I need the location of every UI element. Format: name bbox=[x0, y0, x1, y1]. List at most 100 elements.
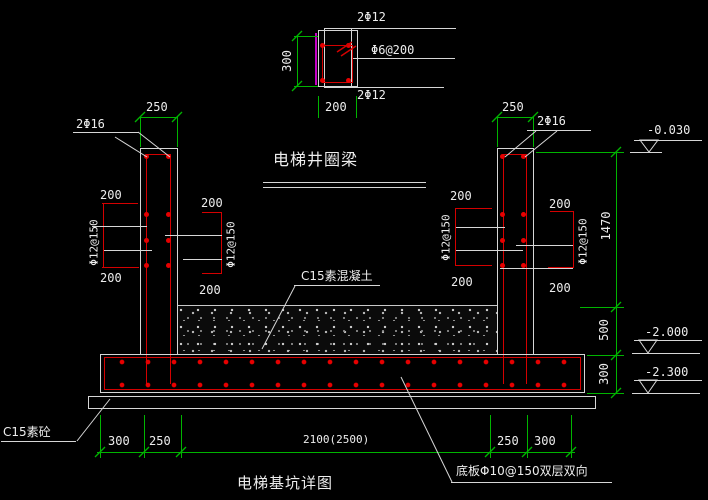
rebar-dot bbox=[144, 212, 149, 217]
detail-right-inner-bottom-dim: 200 bbox=[451, 275, 473, 289]
detail-rebar-shape bbox=[202, 273, 222, 274]
section-height-dim: 300 bbox=[280, 50, 294, 72]
right-dim-2: 300 bbox=[597, 363, 611, 385]
dimension-extension-line bbox=[177, 117, 178, 147]
dimension-extension-line bbox=[144, 415, 145, 458]
section-top-bars-label: 2Φ12 bbox=[357, 10, 386, 24]
dimension-extension-line bbox=[497, 117, 498, 147]
elevation-line bbox=[634, 380, 702, 381]
left-wall-rebar bbox=[146, 154, 147, 384]
rebar-dot bbox=[500, 212, 505, 217]
detail-rebar-shape bbox=[221, 212, 222, 274]
fill-label: C15素混凝土 bbox=[301, 269, 373, 283]
dimension-extension-line bbox=[571, 415, 572, 458]
dimension-extension-line bbox=[587, 393, 624, 394]
bedding-outline bbox=[88, 396, 596, 409]
dimension-extension-line bbox=[318, 96, 319, 118]
section-width-dim: 200 bbox=[325, 100, 347, 114]
footing-outline bbox=[100, 354, 585, 393]
ring-beam-title: 电梯井圈梁 bbox=[273, 150, 359, 169]
leader-underline bbox=[294, 285, 380, 286]
plain-concrete-fill bbox=[178, 305, 497, 355]
rebar-dot bbox=[144, 263, 149, 268]
dimension-extension-line bbox=[527, 415, 528, 458]
elevation-line bbox=[634, 140, 702, 141]
detail-rebar-shape bbox=[102, 203, 138, 204]
right-wall-width-dim: 250 bbox=[502, 100, 524, 114]
detail-rebar-shape bbox=[455, 208, 456, 266]
leader-underline bbox=[73, 132, 139, 133]
dimension-line bbox=[97, 452, 575, 453]
dimension-extension-line bbox=[100, 415, 101, 458]
detail-rebar-shape bbox=[573, 211, 574, 268]
rebar-dot bbox=[320, 43, 325, 48]
dimension-line bbox=[616, 152, 617, 393]
footing-rebar-cage bbox=[104, 357, 581, 390]
detail-right-inner-bars: Φ12@150 bbox=[439, 214, 453, 261]
leader-line bbox=[183, 259, 222, 260]
leader-line bbox=[92, 226, 147, 227]
elevation-footing-bottom: -2.300 bbox=[645, 365, 689, 379]
rebar-dot bbox=[144, 238, 149, 243]
rebar-extension-line bbox=[324, 28, 325, 88]
detail-rebar-shape bbox=[202, 212, 222, 213]
rebar-dot bbox=[166, 238, 171, 243]
bedding-label: C15素砼 bbox=[3, 425, 51, 439]
detail-right-inner-top-dim: 200 bbox=[450, 189, 472, 203]
dimension-extension-line bbox=[356, 96, 357, 118]
elevation-triangle-icon bbox=[638, 339, 658, 354]
rebar-extension-line bbox=[351, 28, 352, 88]
detail-right-outer-bottom-dim: 200 bbox=[549, 281, 571, 295]
elevation-triangle-icon bbox=[639, 139, 659, 153]
leader-line bbox=[456, 227, 505, 228]
rebar-dot bbox=[144, 154, 149, 159]
detail-left-inner-top-dim: 200 bbox=[201, 196, 223, 210]
rebar-dot bbox=[521, 212, 526, 217]
rebar-dot bbox=[500, 154, 505, 159]
bottom-dim-0: 300 bbox=[108, 434, 130, 448]
right-wall-rebar bbox=[503, 154, 504, 384]
title-underline bbox=[263, 182, 426, 183]
dimension-extension-line bbox=[587, 355, 624, 356]
rebar-dot bbox=[500, 238, 505, 243]
dimension-line bbox=[297, 36, 298, 87]
ring-beam-concrete-outline bbox=[318, 30, 358, 87]
footing-top-rebar-row bbox=[109, 359, 577, 365]
rebar-dot bbox=[166, 212, 171, 217]
detail-right-outer-bars: Φ12@150 bbox=[576, 218, 590, 265]
leader-line bbox=[353, 58, 455, 59]
bottom-dim-4: 300 bbox=[534, 434, 556, 448]
elevation-wall-top: -0.030 bbox=[647, 123, 691, 137]
rebar-dot bbox=[346, 43, 351, 48]
detail-left-inner-bottom-dim: 200 bbox=[199, 283, 221, 297]
dimension-line bbox=[140, 117, 178, 118]
rebar-dot bbox=[521, 263, 526, 268]
leader-line bbox=[165, 235, 222, 236]
rebar-dot bbox=[166, 263, 171, 268]
bottom-dim-1: 250 bbox=[149, 434, 171, 448]
leader-line bbox=[456, 250, 523, 251]
elevation-line bbox=[634, 340, 702, 341]
leader-line bbox=[324, 28, 456, 29]
leader-line bbox=[500, 268, 573, 269]
right-dim-1: 500 bbox=[597, 319, 611, 341]
detail-left-outer-top-dim: 200 bbox=[100, 188, 122, 202]
left-wall-width-dim: 250 bbox=[146, 100, 168, 114]
rebar-dot bbox=[500, 263, 505, 268]
elevation-triangle-icon bbox=[638, 379, 658, 394]
rebar-dot bbox=[320, 78, 325, 83]
drawing-title: 电梯基坑详图 bbox=[237, 474, 334, 492]
right-corner-bars-label: 2Φ16 bbox=[537, 114, 566, 128]
rebar-dot bbox=[346, 78, 351, 83]
detail-right-outer-top-dim: 200 bbox=[549, 197, 571, 211]
footing-bottom-rebar-row bbox=[109, 382, 577, 388]
right-wall-rebar bbox=[526, 154, 527, 384]
detail-rebar-shape bbox=[103, 203, 104, 268]
leader-underline bbox=[451, 482, 612, 483]
right-dim-0: 1470 bbox=[599, 211, 613, 241]
dimension-extension-line bbox=[536, 152, 624, 153]
dimension-extension-line bbox=[580, 307, 624, 308]
detail-left-outer-bottom-dim: 200 bbox=[100, 271, 122, 285]
leader-underline bbox=[527, 130, 591, 131]
